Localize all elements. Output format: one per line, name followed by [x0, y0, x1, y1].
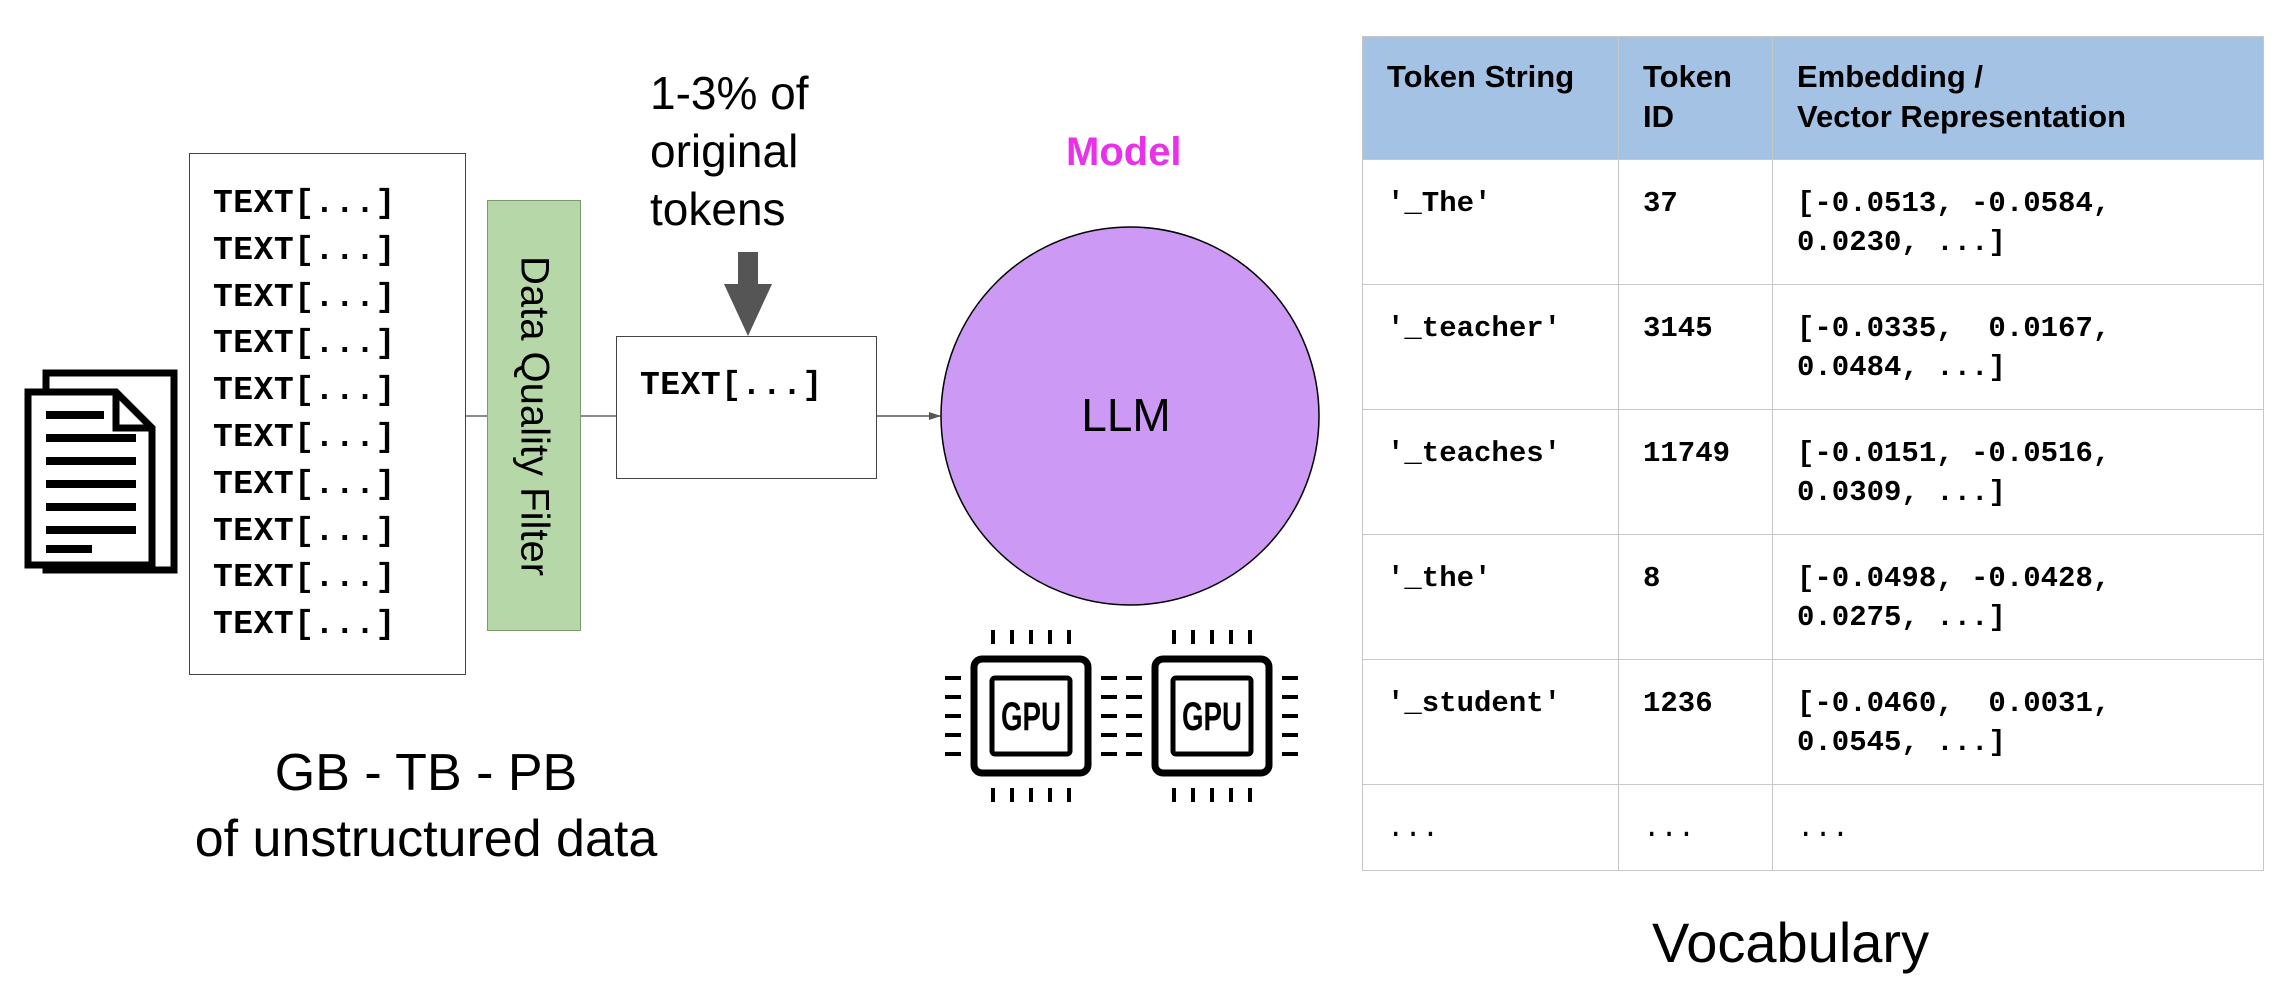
filtered-text-box: TEXT[...]	[616, 336, 877, 479]
header-token-string: Token String	[1362, 36, 1619, 160]
token-id-cell: ...	[1618, 784, 1773, 871]
vector-cell: [-0.0335, 0.0167, 0.0484, ...]	[1772, 284, 2264, 410]
vector-cell: [-0.0460, 0.0031, 0.0545, ...]	[1772, 659, 2264, 785]
table-row: '_teaches' 11749 [-0.0151, -0.0516, 0.03…	[1362, 409, 2264, 535]
note-line: original	[650, 125, 799, 177]
note-line: tokens	[650, 183, 786, 235]
text-row: TEXT[...]	[213, 185, 396, 222]
token-id-cell: 37	[1618, 159, 1773, 285]
text-row: TEXT[...]	[213, 465, 396, 503]
token-cell: ...	[1362, 784, 1619, 871]
text-row: TEXT[...]	[213, 606, 396, 644]
token-cell: '_the'	[1362, 534, 1619, 660]
data-caption-line2: of unstructured data	[194, 810, 658, 868]
down-arrow-icon	[724, 252, 772, 336]
vocabulary-caption: Vocabulary	[1652, 911, 1930, 974]
text-row: TEXT[...]	[213, 559, 396, 597]
table-row: '_teacher' 3145 [-0.0335, 0.0167, 0.0484…	[1362, 284, 2264, 410]
gpu-chip-icon: GPU	[1126, 630, 1298, 802]
note-line: 1-3% of	[650, 67, 809, 119]
filtered-text: TEXT[...]	[640, 367, 823, 404]
token-percentage-note: 1-3% of original tokens	[650, 64, 809, 238]
table-row: '_The' 37 [-0.0513, -0.0584, 0.0230, ...…	[1362, 159, 2264, 285]
token-cell: '_The'	[1362, 159, 1619, 285]
token-cell: '_teaches'	[1362, 409, 1619, 535]
token-id-cell: 1236	[1618, 659, 1773, 785]
gpu-label: GPU	[1182, 695, 1242, 739]
documents-icon	[24, 369, 178, 574]
vector-cell: [-0.0151, -0.0516, 0.0309, ...]	[1772, 409, 2264, 535]
table-row: '_the' 8 [-0.0498, -0.0428, 0.0275, ...]	[1362, 534, 2264, 660]
gpu-label: GPU	[1001, 695, 1061, 739]
unstructured-text-list: TEXT[...] TEXT[...] TEXT[...] TEXT[...] …	[189, 153, 466, 675]
gpu-chip-icon: GPU	[945, 630, 1117, 802]
llm-label: LLM	[1081, 389, 1171, 441]
header-embedding: Embedding /Vector Representation	[1772, 36, 2264, 160]
llm-circle	[940, 226, 1320, 606]
filter-label: Data Quality Filter	[512, 255, 557, 576]
table-row: '_student' 1236 [-0.0460, 0.0031, 0.0545…	[1362, 659, 2264, 785]
token-id-cell: 8	[1618, 534, 1773, 660]
text-row: TEXT[...]	[213, 418, 396, 456]
text-row: TEXT[...]	[213, 512, 396, 550]
text-row: TEXT[...]	[213, 278, 396, 316]
vector-cell: ...	[1772, 784, 2264, 871]
token-cell: '_student'	[1362, 659, 1619, 785]
token-id-cell: 11749	[1618, 409, 1773, 535]
text-row: TEXT[...]	[213, 231, 396, 269]
model-title: Model	[1066, 130, 1182, 174]
token-cell: '_teacher'	[1362, 284, 1619, 410]
vector-cell: [-0.0498, -0.0428, 0.0275, ...]	[1772, 534, 2264, 660]
text-row: TEXT[...]	[213, 372, 396, 410]
data-quality-filter: Data Quality Filter	[487, 200, 581, 631]
text-row: TEXT[...]	[213, 325, 396, 363]
token-id-cell: 3145	[1618, 284, 1773, 410]
vector-cell: [-0.0513, -0.0584, 0.0230, ...]	[1772, 159, 2264, 285]
data-size-caption: GB - TB - PB of unstructured data	[176, 740, 676, 872]
table-row: ... ... ...	[1362, 784, 2264, 871]
data-caption-line1: GB - TB - PB	[274, 744, 578, 802]
